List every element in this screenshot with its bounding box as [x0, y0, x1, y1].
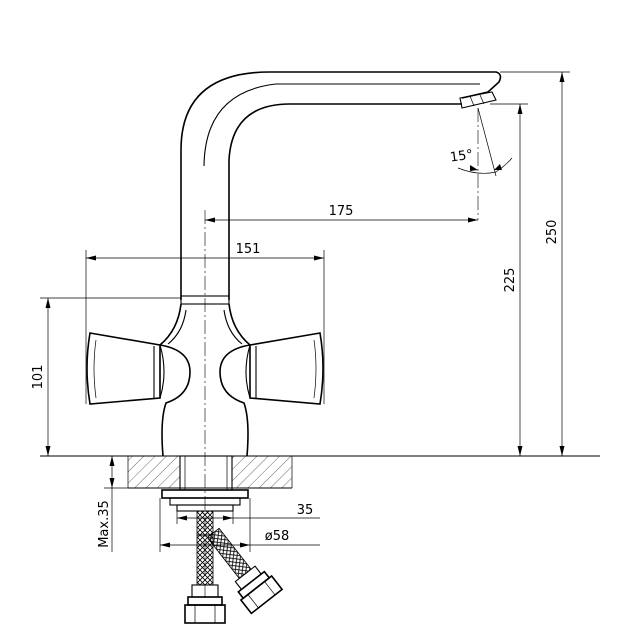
dimension-label-spout-height: 225 [503, 268, 518, 293]
faucet-spout [180, 71, 502, 305]
supply-hoses [184, 510, 284, 624]
dimension-max-thickness: Max.35 [97, 456, 128, 552]
dimension-label-total-height: 250 [545, 220, 560, 245]
left-handle [86, 332, 165, 405]
dimension-body-height: 101 [31, 297, 181, 456]
dimension-spout-reach: 175 [205, 204, 478, 223]
dimension-label-base-diameter: ø58 [265, 529, 290, 544]
dimension-label-handle-span: 151 [236, 242, 261, 257]
right-handle [245, 332, 324, 405]
dimension-label-aerator-angle: 15° [449, 148, 474, 166]
dimension-aerator-angle: 15° [449, 107, 513, 177]
dimension-label-body-height: 101 [31, 365, 46, 390]
dimension-label-spout-reach: 175 [329, 204, 354, 219]
dimension-handle-span: 151 [85, 242, 325, 404]
dimension-label-nut-size: 35 [297, 503, 314, 518]
dimension-label-max-thickness: Max.35 [97, 500, 112, 548]
countertop [40, 455, 600, 489]
dimension-base-diameter: ø58 [159, 498, 320, 552]
dimension-nut-size: 35 [176, 503, 320, 524]
dimension-spout-height: 225 [490, 103, 528, 456]
dimension-total-height: 250 [500, 71, 570, 456]
